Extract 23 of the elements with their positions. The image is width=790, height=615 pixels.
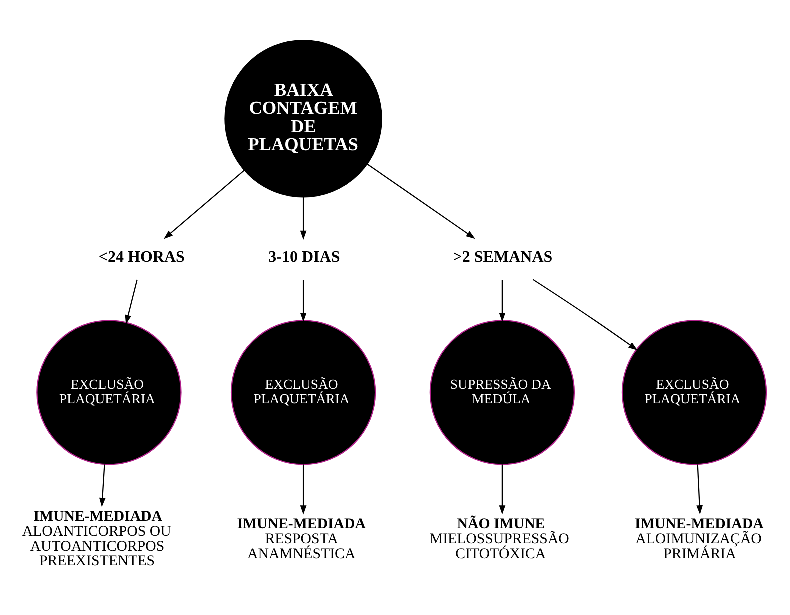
node-circle: EXCLUSÃO PLAQUETÁRIA bbox=[622, 320, 768, 466]
node-text: >2 SEMANAS bbox=[453, 249, 553, 266]
arrow bbox=[532, 279, 638, 351]
node-circle: SUPRESSÃO DA MEDÚLA bbox=[430, 320, 576, 466]
node-text: IMUNE-MEDIADA ALOIMUNIZAÇÃO PRIMÁRIA bbox=[635, 516, 764, 562]
node-circle: BAIXA CONTAGEM DE PLAQUETAS bbox=[224, 40, 382, 198]
arrow bbox=[125, 280, 138, 324]
node-text: IMUNE-MEDIADA RESPOSTA ANAMNÉSTICA bbox=[237, 516, 366, 562]
node-text: <24 HORAS bbox=[98, 249, 185, 266]
node-text: NÃO IMUNE MIELOSSUPRESSÃO CITOTÓXICA bbox=[430, 516, 570, 562]
arrow bbox=[367, 164, 476, 240]
arrow bbox=[499, 464, 506, 515]
node-circle: EXCLUSÃO PLAQUETÁRIA bbox=[230, 320, 376, 466]
arrow bbox=[300, 197, 307, 240]
arrow bbox=[300, 464, 307, 515]
arrow bbox=[696, 464, 703, 515]
node-text: 3-10 DIAS bbox=[268, 249, 340, 266]
node-text: IMUNE-MEDIADA ALOANTICORPOS OU AUTOANTICORPOS PREEXISTENTES bbox=[22, 509, 172, 570]
arrow bbox=[300, 280, 307, 322]
arrow bbox=[99, 464, 106, 508]
node-circle: EXCLUSÃO PLAQUETÁRIA bbox=[36, 320, 182, 466]
arrow bbox=[499, 280, 506, 322]
arrow bbox=[164, 170, 245, 240]
